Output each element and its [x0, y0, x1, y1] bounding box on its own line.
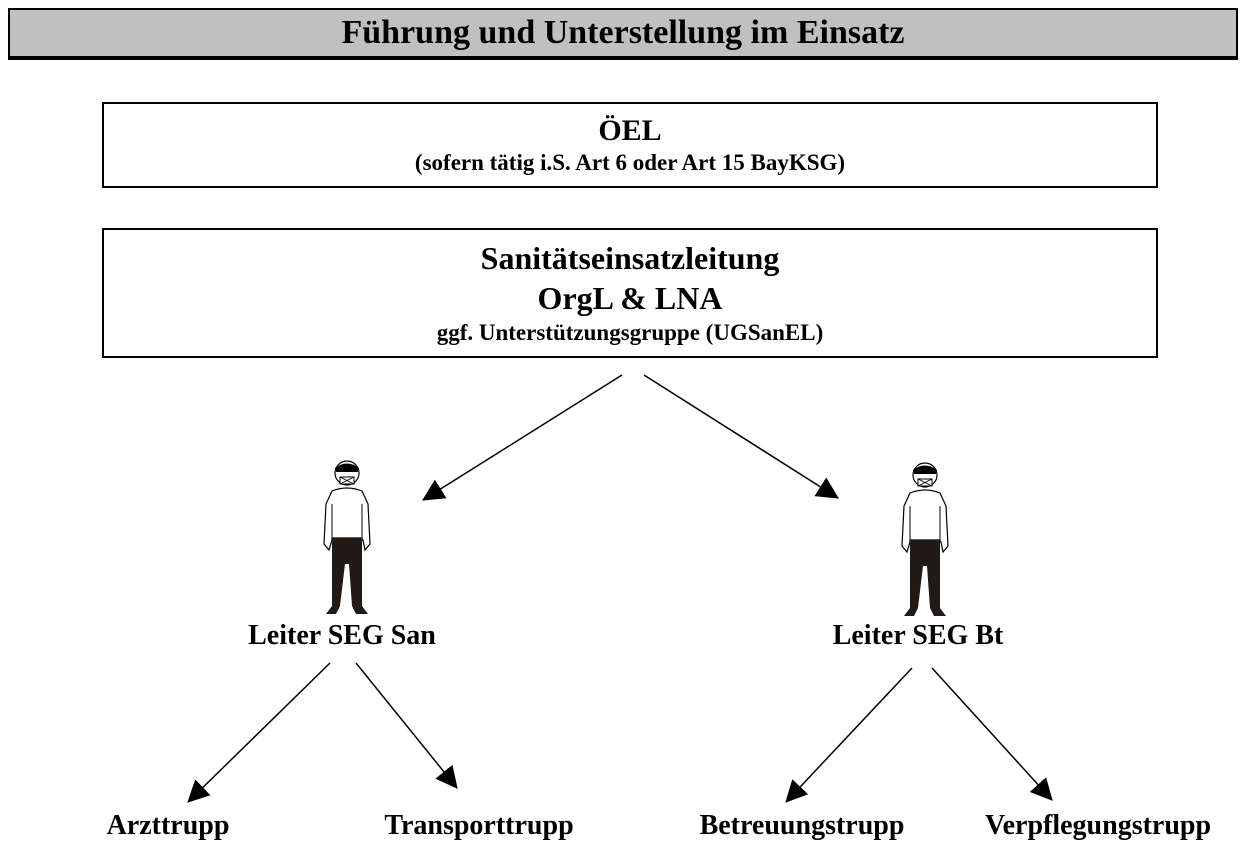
- oel-condition: (sofern tätig i.S. Art 6 oder Art 15 Bay…: [414, 150, 846, 175]
- oel-name: ÖEL: [598, 114, 662, 147]
- unit-transporttrupp-label: Transporttrupp: [384, 810, 574, 841]
- title-bar: Führung und Unterstellung im Einsatz: [8, 8, 1238, 60]
- person-icon: [323, 460, 371, 614]
- arrow-sanel-to-seg-san: [422, 374, 623, 501]
- sanel-box: Sanitätseinsatzleitung OrgL & LNA ggf. U…: [102, 228, 1158, 358]
- arrow-seg-san-to-arzttrupp: [187, 662, 331, 803]
- arrow-seg-bt-to-verpflegungstrupp: [931, 667, 1053, 801]
- oel-box: ÖEL (sofern tätig i.S. Art 6 oder Art 15…: [102, 102, 1158, 188]
- unit-arzttrupp-label: Arzttrupp: [106, 810, 230, 841]
- sanel-support: ggf. Unterstützungsgruppe (UGSanEL): [436, 320, 824, 345]
- unit-betreuungstrupp-label: Betreuungstrupp: [699, 810, 905, 841]
- unit-verpflegungstrupp-label: Verpflegungstrupp: [984, 810, 1212, 841]
- leader-seg-san-label: Leiter SEG San: [248, 620, 436, 651]
- sanel-members: OrgL & LNA: [537, 280, 723, 316]
- arrow-sanel-to-seg-bt: [643, 374, 839, 499]
- arrow-seg-san-to-transporttrupp: [355, 662, 458, 789]
- person-icon: [901, 462, 949, 616]
- sanel-name: Sanitätseinsatzleitung: [480, 240, 780, 276]
- leader-seg-bt-label: Leiter SEG Bt: [832, 620, 1004, 651]
- arrow-seg-bt-to-betreuungstrupp: [785, 667, 913, 803]
- page-title: Führung und Unterstellung im Einsatz: [341, 14, 905, 51]
